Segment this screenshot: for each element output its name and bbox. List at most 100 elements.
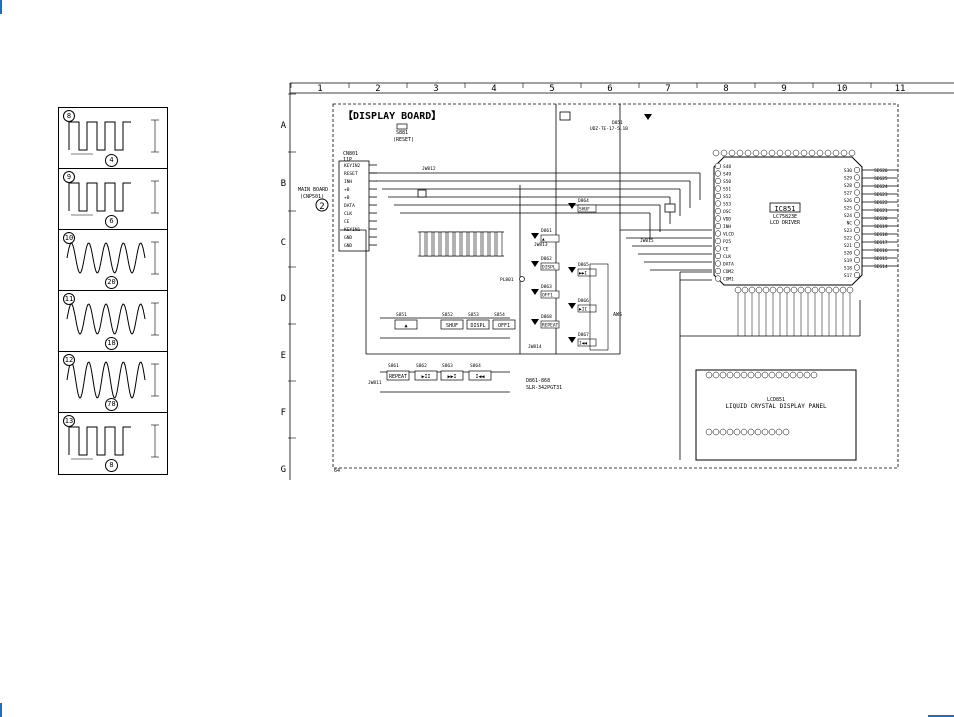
ic-pin bbox=[853, 271, 861, 279]
ic-pin-name: INH bbox=[723, 224, 731, 230]
ic-pin-top bbox=[768, 149, 776, 157]
ic-pin bbox=[853, 234, 861, 241]
connector-marker bbox=[315, 198, 329, 212]
lcd-pin-top bbox=[810, 371, 818, 379]
lcd-ref: LCD851 bbox=[767, 397, 785, 403]
waveform-number: 10 bbox=[63, 232, 75, 244]
resistor bbox=[496, 231, 503, 257]
ic-pin-name: COM2 bbox=[723, 269, 734, 275]
ic-pin-name: S28 bbox=[844, 183, 852, 189]
ic-pin-top bbox=[728, 149, 736, 157]
ic-pin-top bbox=[848, 149, 856, 157]
row-label: D bbox=[281, 294, 286, 304]
waveform-value: 78 bbox=[105, 398, 118, 411]
ic-pin bbox=[714, 185, 722, 192]
led-symbol bbox=[568, 303, 576, 309]
waveform-trace bbox=[66, 241, 159, 275]
lcd-pin-top bbox=[747, 371, 755, 379]
ic-pin bbox=[853, 241, 861, 249]
switch-button bbox=[492, 319, 516, 330]
segment-signal: SEG20 bbox=[874, 216, 888, 222]
ic-role: LCD DRIVER bbox=[770, 220, 801, 226]
lcd-pin-top bbox=[796, 371, 804, 379]
waveform-path bbox=[68, 182, 131, 212]
column-label: 3 bbox=[433, 84, 438, 94]
switch-ref: S852 bbox=[442, 312, 453, 318]
ic-body bbox=[713, 156, 863, 286]
ic-pin-name: COM1 bbox=[723, 277, 734, 283]
switch-button bbox=[394, 319, 418, 330]
corner-mark-top bbox=[0, 0, 2, 14]
ic-pin-name: VDD bbox=[723, 217, 731, 223]
waveform-trace bbox=[68, 424, 159, 460]
switch-button bbox=[414, 370, 438, 381]
ic-pin bbox=[714, 267, 722, 275]
connector-signal: CE bbox=[344, 219, 350, 225]
lcd-pin-top bbox=[789, 371, 797, 379]
reset-switch bbox=[396, 123, 408, 130]
ic-pin bbox=[853, 256, 861, 264]
waveform-trace bbox=[66, 302, 159, 336]
led-label-box bbox=[577, 268, 597, 277]
row-label: C bbox=[281, 238, 286, 248]
led-ref: D863 bbox=[541, 284, 552, 290]
ic-part: LC75823E bbox=[773, 214, 797, 220]
led-part: SLR-342PGT31 bbox=[526, 385, 562, 391]
ic-pin-top bbox=[760, 149, 768, 157]
ic-pin-top bbox=[720, 149, 728, 157]
switch-ref: S861 bbox=[388, 363, 399, 369]
ic-pin-bottom bbox=[734, 286, 742, 294]
ic-pin-bottom bbox=[825, 286, 833, 294]
led-ref: D865 bbox=[578, 262, 589, 268]
ic-pin-bottom bbox=[748, 286, 756, 294]
led-label: ▲ bbox=[542, 238, 545, 243]
connector-source: MAIN BOARD bbox=[298, 187, 328, 193]
ic-pin-top bbox=[752, 149, 760, 157]
lcd-pin-top bbox=[803, 371, 811, 379]
segment-signal: SEG23 bbox=[874, 192, 888, 198]
ic-pin-top bbox=[800, 149, 808, 157]
switch-ref: S863 bbox=[442, 363, 453, 369]
jumper-ref: JW815 bbox=[640, 238, 654, 244]
resistor bbox=[433, 231, 440, 257]
lcd-pin-top bbox=[761, 371, 769, 379]
ic-pin-name: CE bbox=[723, 247, 729, 253]
ic-pin bbox=[853, 189, 861, 196]
switch-label: I◀◀ bbox=[475, 374, 484, 380]
ic-pin-top bbox=[808, 149, 816, 157]
ic-pin-top bbox=[792, 149, 800, 157]
led-label-box bbox=[540, 234, 560, 243]
resistor bbox=[426, 231, 433, 257]
switch-label: SHUF bbox=[446, 323, 458, 329]
lcd-body bbox=[695, 369, 857, 461]
switch-label: ▶II bbox=[421, 374, 430, 380]
board-title: 【DISPLAY BOARD】 bbox=[343, 109, 441, 122]
ic-pin-bottom bbox=[804, 286, 812, 294]
led-ref: D861 bbox=[541, 228, 552, 234]
ic-pin-name: S53 bbox=[723, 202, 731, 208]
ic-pin bbox=[714, 162, 722, 170]
waveform-value: 6 bbox=[105, 215, 118, 228]
ic-pin-name: DATA bbox=[723, 262, 734, 268]
led-label-box bbox=[540, 262, 560, 271]
waveform-number: 12 bbox=[63, 354, 75, 366]
connector-signal: +B bbox=[344, 195, 350, 201]
lcd-pin-top bbox=[782, 371, 790, 379]
connector-signal: +B bbox=[344, 187, 350, 193]
led-label-box bbox=[577, 304, 597, 313]
segment-signal: SEG21 bbox=[874, 208, 888, 214]
led-ref: D862 bbox=[541, 256, 552, 262]
column-label: 6 bbox=[607, 84, 612, 94]
segment-signal: SEG18 bbox=[874, 232, 888, 238]
lcd-pin-bottom bbox=[719, 428, 727, 436]
ic-pin-name: S52 bbox=[723, 194, 731, 200]
ic-pin-bottom bbox=[769, 286, 777, 294]
switch-button bbox=[386, 370, 410, 381]
test-point-box bbox=[664, 203, 676, 213]
lcd-pin-top bbox=[726, 371, 734, 379]
